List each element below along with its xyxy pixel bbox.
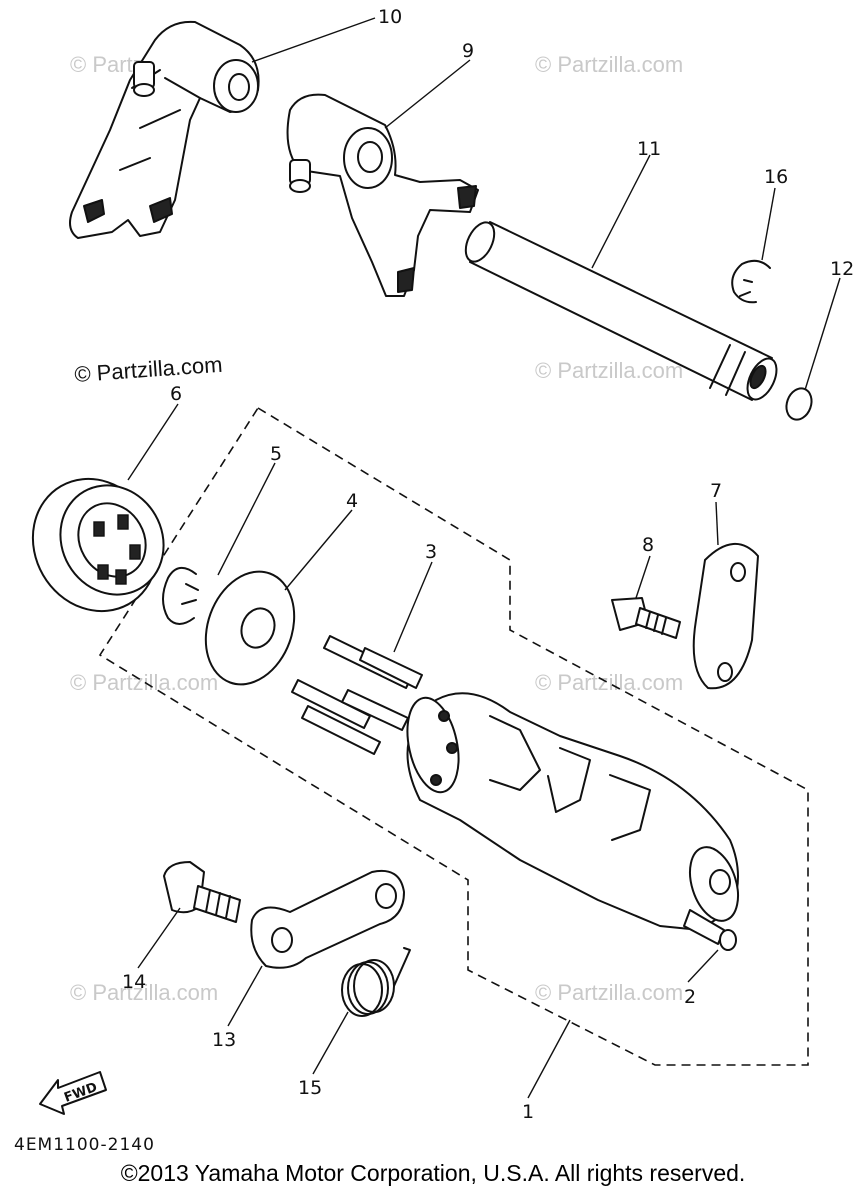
circlip-16 xyxy=(731,259,771,304)
leader-lines xyxy=(127,17,841,1099)
watermark: © Partzilla.com xyxy=(535,358,683,383)
callout-11: 11 xyxy=(637,138,661,160)
watermark: © Partzilla.com xyxy=(535,980,683,1005)
callout-15: 15 xyxy=(298,1077,322,1099)
callout-6: 6 xyxy=(170,383,182,405)
callout-2: 2 xyxy=(684,986,696,1008)
washer-12 xyxy=(785,387,813,421)
washer-4 xyxy=(204,570,296,686)
bolt-14 xyxy=(163,861,241,923)
bolt-8 xyxy=(611,597,681,639)
callout-10: 10 xyxy=(378,6,402,28)
spring-15 xyxy=(341,947,411,1017)
shift-drum-1 xyxy=(406,692,739,931)
guide-bar-11 xyxy=(464,221,778,401)
watermark-primary: © Partzilla.com xyxy=(74,352,224,387)
callout-8: 8 xyxy=(642,534,654,556)
plate-7 xyxy=(692,542,759,690)
callout-9: 9 xyxy=(462,40,474,62)
pin-2 xyxy=(683,909,737,951)
watermark: © Partzilla.com xyxy=(535,670,683,695)
callout-4: 4 xyxy=(346,490,358,512)
callouts: 10 9 11 16 12 6 5 4 3 7 8 14 13 15 2 1 xyxy=(122,6,854,1123)
copyright-notice: ©2013 Yamaha Motor Corporation, U.S.A. A… xyxy=(120,1160,746,1186)
pins-3 xyxy=(291,635,423,755)
callout-5: 5 xyxy=(270,443,282,465)
callout-1: 1 xyxy=(522,1101,534,1123)
callout-7: 7 xyxy=(710,480,722,502)
callout-14: 14 xyxy=(122,971,146,993)
callout-16: 16 xyxy=(764,166,788,188)
callout-13: 13 xyxy=(212,1029,236,1051)
part-code: 4EM1100-2140 xyxy=(14,1135,155,1155)
watermark: © Partzilla.com xyxy=(70,670,218,695)
shift-fork-9 xyxy=(286,93,479,297)
fwd-arrow-icon: FWD xyxy=(39,1071,107,1115)
bearing-6 xyxy=(31,477,165,613)
shift-fork-10 xyxy=(69,20,260,239)
watermarks: © Partzilla.com © Partzilla.com © Partzi… xyxy=(70,52,683,1005)
assembly-boundary xyxy=(98,406,809,1066)
lever-13 xyxy=(250,870,405,969)
callout-12: 12 xyxy=(830,258,854,280)
watermark: © Partzilla.com xyxy=(535,52,683,77)
watermark: © Partzilla.com xyxy=(70,980,218,1005)
callout-3: 3 xyxy=(425,541,437,563)
circlip-5 xyxy=(162,567,199,625)
